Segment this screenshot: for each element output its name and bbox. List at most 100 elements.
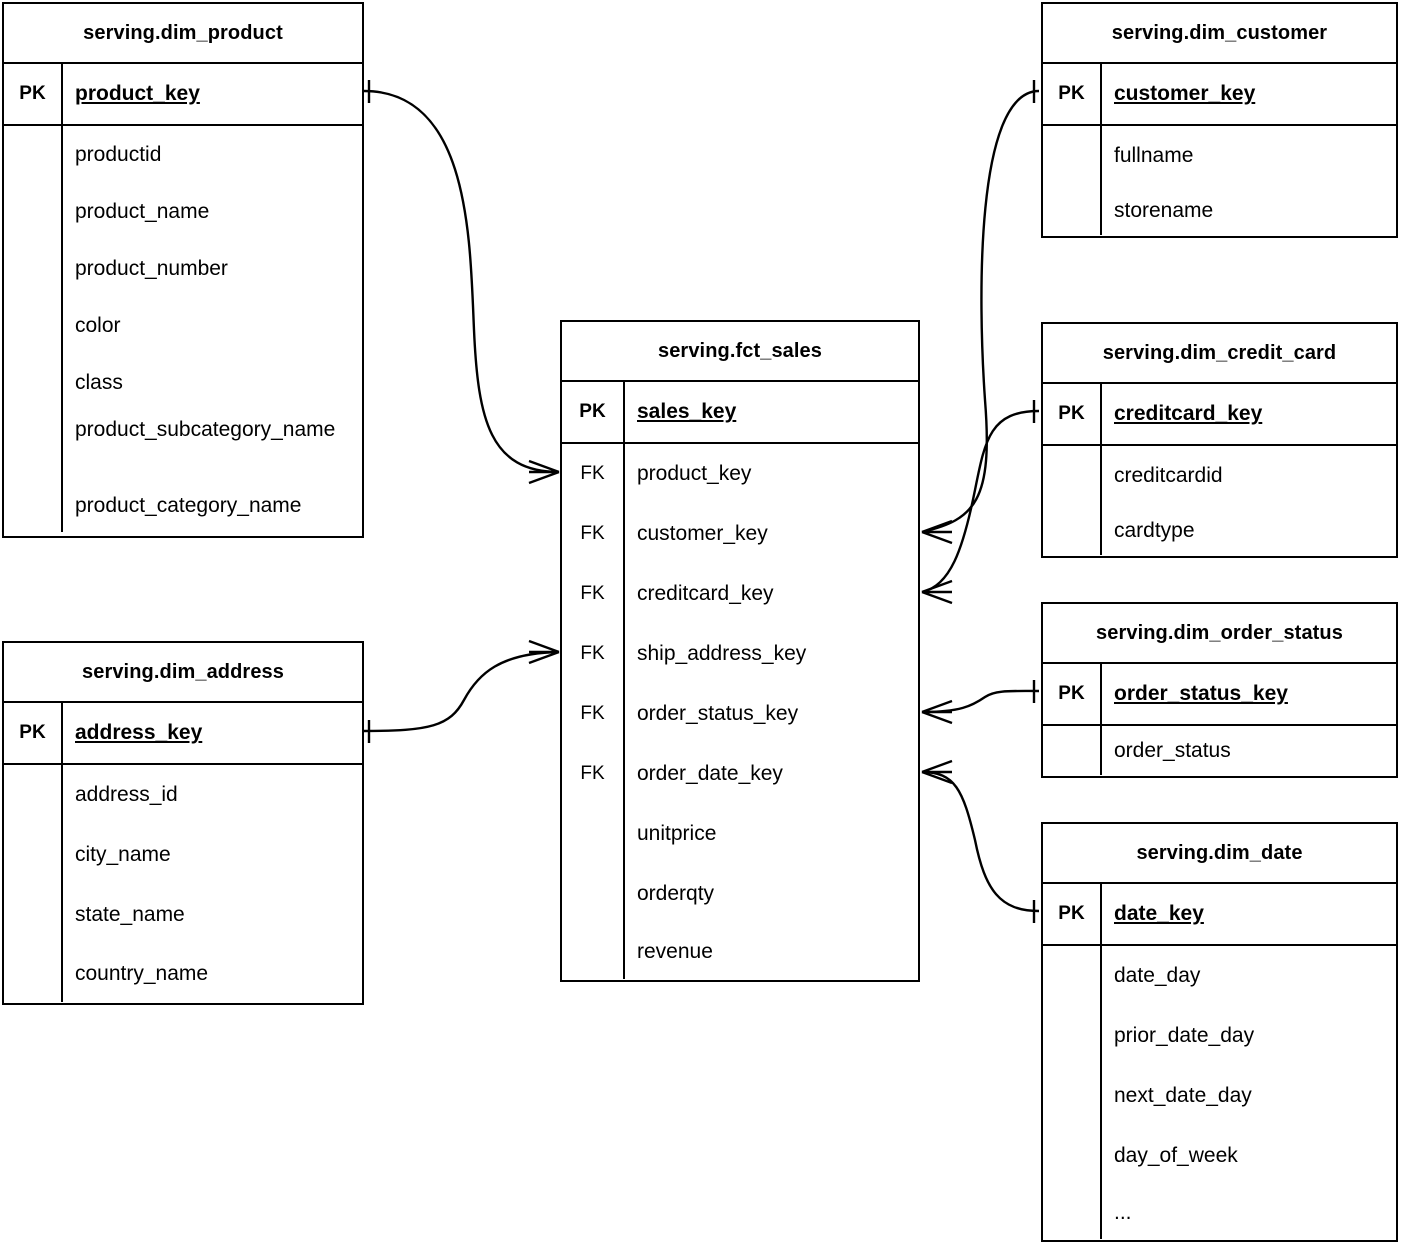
- attr-gutter-dim-order-status: [1043, 726, 1102, 775]
- crow-foot-sales-address: [528, 639, 560, 665]
- entity-dim-credit-card[interactable]: serving.dim_credit_card PK creditcard_ke…: [1041, 322, 1398, 558]
- attr-gutter-dim-date: [1043, 946, 1102, 1239]
- fk-badge-creditcard-key: FK: [580, 583, 605, 604]
- field-revenue: revenue: [637, 939, 713, 963]
- attr-rows-dim-product: productid product_name product_number co…: [4, 126, 362, 532]
- attr-stack-dim-order-status: order_status: [1102, 726, 1396, 775]
- attr-stack-dim-address: address_id city_name state_name country_…: [63, 765, 362, 1002]
- entity-dim-product[interactable]: serving.dim_product PK product_key produ…: [2, 2, 364, 538]
- pk-row-dim-address: PK address_key: [4, 703, 362, 765]
- entity-dim-address[interactable]: serving.dim_address PK address_key addre…: [2, 641, 364, 1005]
- attr-rows-dim-date: date_day prior_date_day next_date_day da…: [1043, 946, 1396, 1239]
- field-rows-fct-sales: FK FK FK FK FK FK product_key customer_k…: [562, 444, 918, 979]
- attr-date-day: date_day: [1114, 964, 1201, 987]
- attr-day-of-week: day_of_week: [1114, 1144, 1238, 1167]
- attr-country-name: country_name: [75, 961, 209, 985]
- pk-row-dim-date: PK date_key: [1043, 884, 1396, 946]
- field-ship-address-key: ship_address_key: [637, 642, 807, 665]
- pk-field-fct-sales: sales_key: [637, 400, 737, 424]
- entity-title-dim-address: serving.dim_address: [4, 643, 362, 703]
- pk-field-dim-credit-card: creditcard_key: [1114, 402, 1263, 426]
- entity-title-dim-order-status: serving.dim_order_status: [1043, 604, 1396, 664]
- attr-gutter-dim-address: [4, 765, 63, 1002]
- attr-stack-dim-product: productid product_name product_number co…: [63, 126, 362, 532]
- field-order-status-key: order_status_key: [637, 702, 799, 725]
- pk-badge-dim-date: PK: [1043, 884, 1102, 944]
- attr-class: class: [75, 371, 123, 395]
- attr-product-name: product_name: [75, 199, 210, 223]
- attr-cardtype: cardtype: [1114, 518, 1195, 542]
- pk-badge-fct-sales: PK: [562, 382, 625, 442]
- crow-foot-sales-creditcard: [921, 579, 953, 605]
- entity-dim-date[interactable]: serving.dim_date PK date_key date_day pr…: [1041, 822, 1398, 1242]
- attr-rows-dim-address: address_id city_name state_name country_…: [4, 765, 362, 1002]
- attr-ellipsis: ...: [1114, 1200, 1132, 1224]
- pk-row-fct-sales: PK sales_key: [562, 382, 918, 444]
- field-order-date-key: order_date_key: [637, 762, 783, 785]
- attr-rows-dim-order-status: order_status: [1043, 726, 1396, 775]
- fk-badge-product-key: FK: [580, 463, 605, 484]
- pk-row-dim-product: PK product_key: [4, 64, 362, 126]
- entity-dim-customer[interactable]: serving.dim_customer PK customer_key ful…: [1041, 2, 1398, 238]
- attr-productid: productid: [75, 142, 162, 166]
- field-product-key: product_key: [637, 462, 752, 485]
- fk-badge-column-fct-sales: FK FK FK FK FK FK: [562, 444, 625, 979]
- entity-title-dim-product: serving.dim_product: [4, 4, 362, 64]
- attr-state-name: state_name: [75, 903, 185, 926]
- attr-prior-date-day: prior_date_day: [1114, 1024, 1255, 1047]
- edge-date-to-sales: [921, 759, 1040, 923]
- attr-rows-dim-customer: fullname storename: [1043, 126, 1396, 235]
- attr-gutter-dim-customer: [1043, 126, 1102, 235]
- pk-row-dim-order-status: PK order_status_key: [1043, 664, 1396, 726]
- crow-foot-sales-orderstatus: [921, 699, 953, 725]
- field-unitprice: unitprice: [637, 822, 717, 845]
- attr-stack-dim-date: date_day prior_date_day next_date_day da…: [1102, 946, 1396, 1239]
- pk-field-dim-customer: customer_key: [1114, 82, 1256, 106]
- attr-next-date-day: next_date_day: [1114, 1084, 1252, 1107]
- pk-field-dim-date: date_key: [1114, 902, 1204, 926]
- field-stack-fct-sales: product_key customer_key creditcard_key …: [625, 444, 918, 979]
- edge-address-to-sales: [363, 639, 560, 743]
- pk-row-dim-credit-card: PK creditcard_key: [1043, 384, 1396, 446]
- pk-badge-dim-order-status: PK: [1043, 664, 1102, 724]
- pk-badge-dim-address: PK: [4, 703, 63, 763]
- attr-color: color: [75, 313, 121, 337]
- entity-dim-order-status[interactable]: serving.dim_order_status PK order_status…: [1041, 602, 1398, 778]
- attr-product-number: product_number: [75, 256, 228, 280]
- entity-title-fct-sales: serving.fct_sales: [562, 322, 918, 382]
- field-customer-key: customer_key: [637, 522, 768, 545]
- fk-badge-customer-key: FK: [580, 523, 605, 544]
- attr-product-category-name: product_category_name: [75, 494, 302, 518]
- edge-creditcard-to-sales: [921, 400, 1040, 605]
- field-orderqty: orderqty: [637, 882, 715, 905]
- fk-badge-order-status-key: FK: [580, 703, 605, 724]
- edge-product-to-sales: [363, 80, 560, 485]
- pk-badge-dim-product: PK: [4, 64, 63, 124]
- attr-creditcardid: creditcardid: [1114, 464, 1223, 487]
- entity-title-dim-date: serving.dim_date: [1043, 824, 1396, 884]
- pk-badge-dim-customer: PK: [1043, 64, 1102, 124]
- pk-field-dim-order-status: order_status_key: [1114, 682, 1288, 706]
- attr-gutter-dim-product: [4, 126, 63, 532]
- attr-gutter-dim-credit-card: [1043, 446, 1102, 555]
- attr-product-subcategory-name: product_subcategory_name: [75, 417, 336, 441]
- pk-field-dim-address: address_key: [75, 721, 203, 745]
- edge-customer-to-sales: [921, 80, 1040, 545]
- attr-address-id: address_id: [75, 783, 178, 806]
- entity-title-dim-customer: serving.dim_customer: [1043, 4, 1396, 64]
- attr-order-status: order_status: [1114, 738, 1231, 762]
- pk-field-dim-product: product_key: [75, 82, 200, 106]
- crow-foot-sales-product: [528, 459, 560, 485]
- crow-foot-sales-date: [921, 759, 953, 785]
- entity-fct-sales[interactable]: serving.fct_sales PK sales_key FK FK FK …: [560, 320, 920, 982]
- attr-rows-dim-credit-card: creditcardid cardtype: [1043, 446, 1396, 555]
- pk-row-dim-customer: PK customer_key: [1043, 64, 1396, 126]
- crow-foot-sales-customer: [921, 519, 953, 545]
- attr-stack-dim-credit-card: creditcardid cardtype: [1102, 446, 1396, 555]
- entity-title-dim-credit-card: serving.dim_credit_card: [1043, 324, 1396, 384]
- attr-storename: storename: [1114, 198, 1214, 222]
- attr-stack-dim-customer: fullname storename: [1102, 126, 1396, 235]
- fk-badge-spacer: [562, 804, 623, 979]
- fk-badge-ship-address-key: FK: [580, 643, 605, 664]
